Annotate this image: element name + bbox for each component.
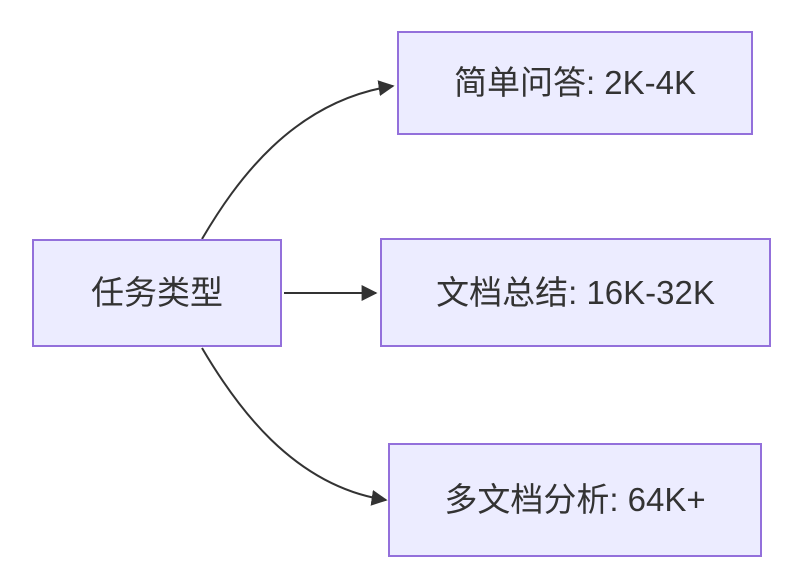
node-task-type-label: 任务类型: [91, 274, 223, 312]
node-multi-doc-analysis: 多文档分析: 64K+: [388, 443, 762, 557]
node-simple-qa: 简单问答: 2K-4K: [397, 31, 753, 135]
edge-task-type-to-multi-doc-analysis: [201, 347, 388, 506]
node-doc-summary: 文档总结: 16K-32K: [380, 238, 771, 347]
node-doc-summary-label: 文档总结: 16K-32K: [436, 273, 715, 311]
node-simple-qa-label: 简单问答: 2K-4K: [453, 64, 697, 102]
node-task-type: 任务类型: [32, 239, 282, 347]
edge-task-type-to-simple-qa: [201, 80, 395, 240]
node-multi-doc-analysis-label: 多文档分析: 64K+: [444, 481, 706, 519]
